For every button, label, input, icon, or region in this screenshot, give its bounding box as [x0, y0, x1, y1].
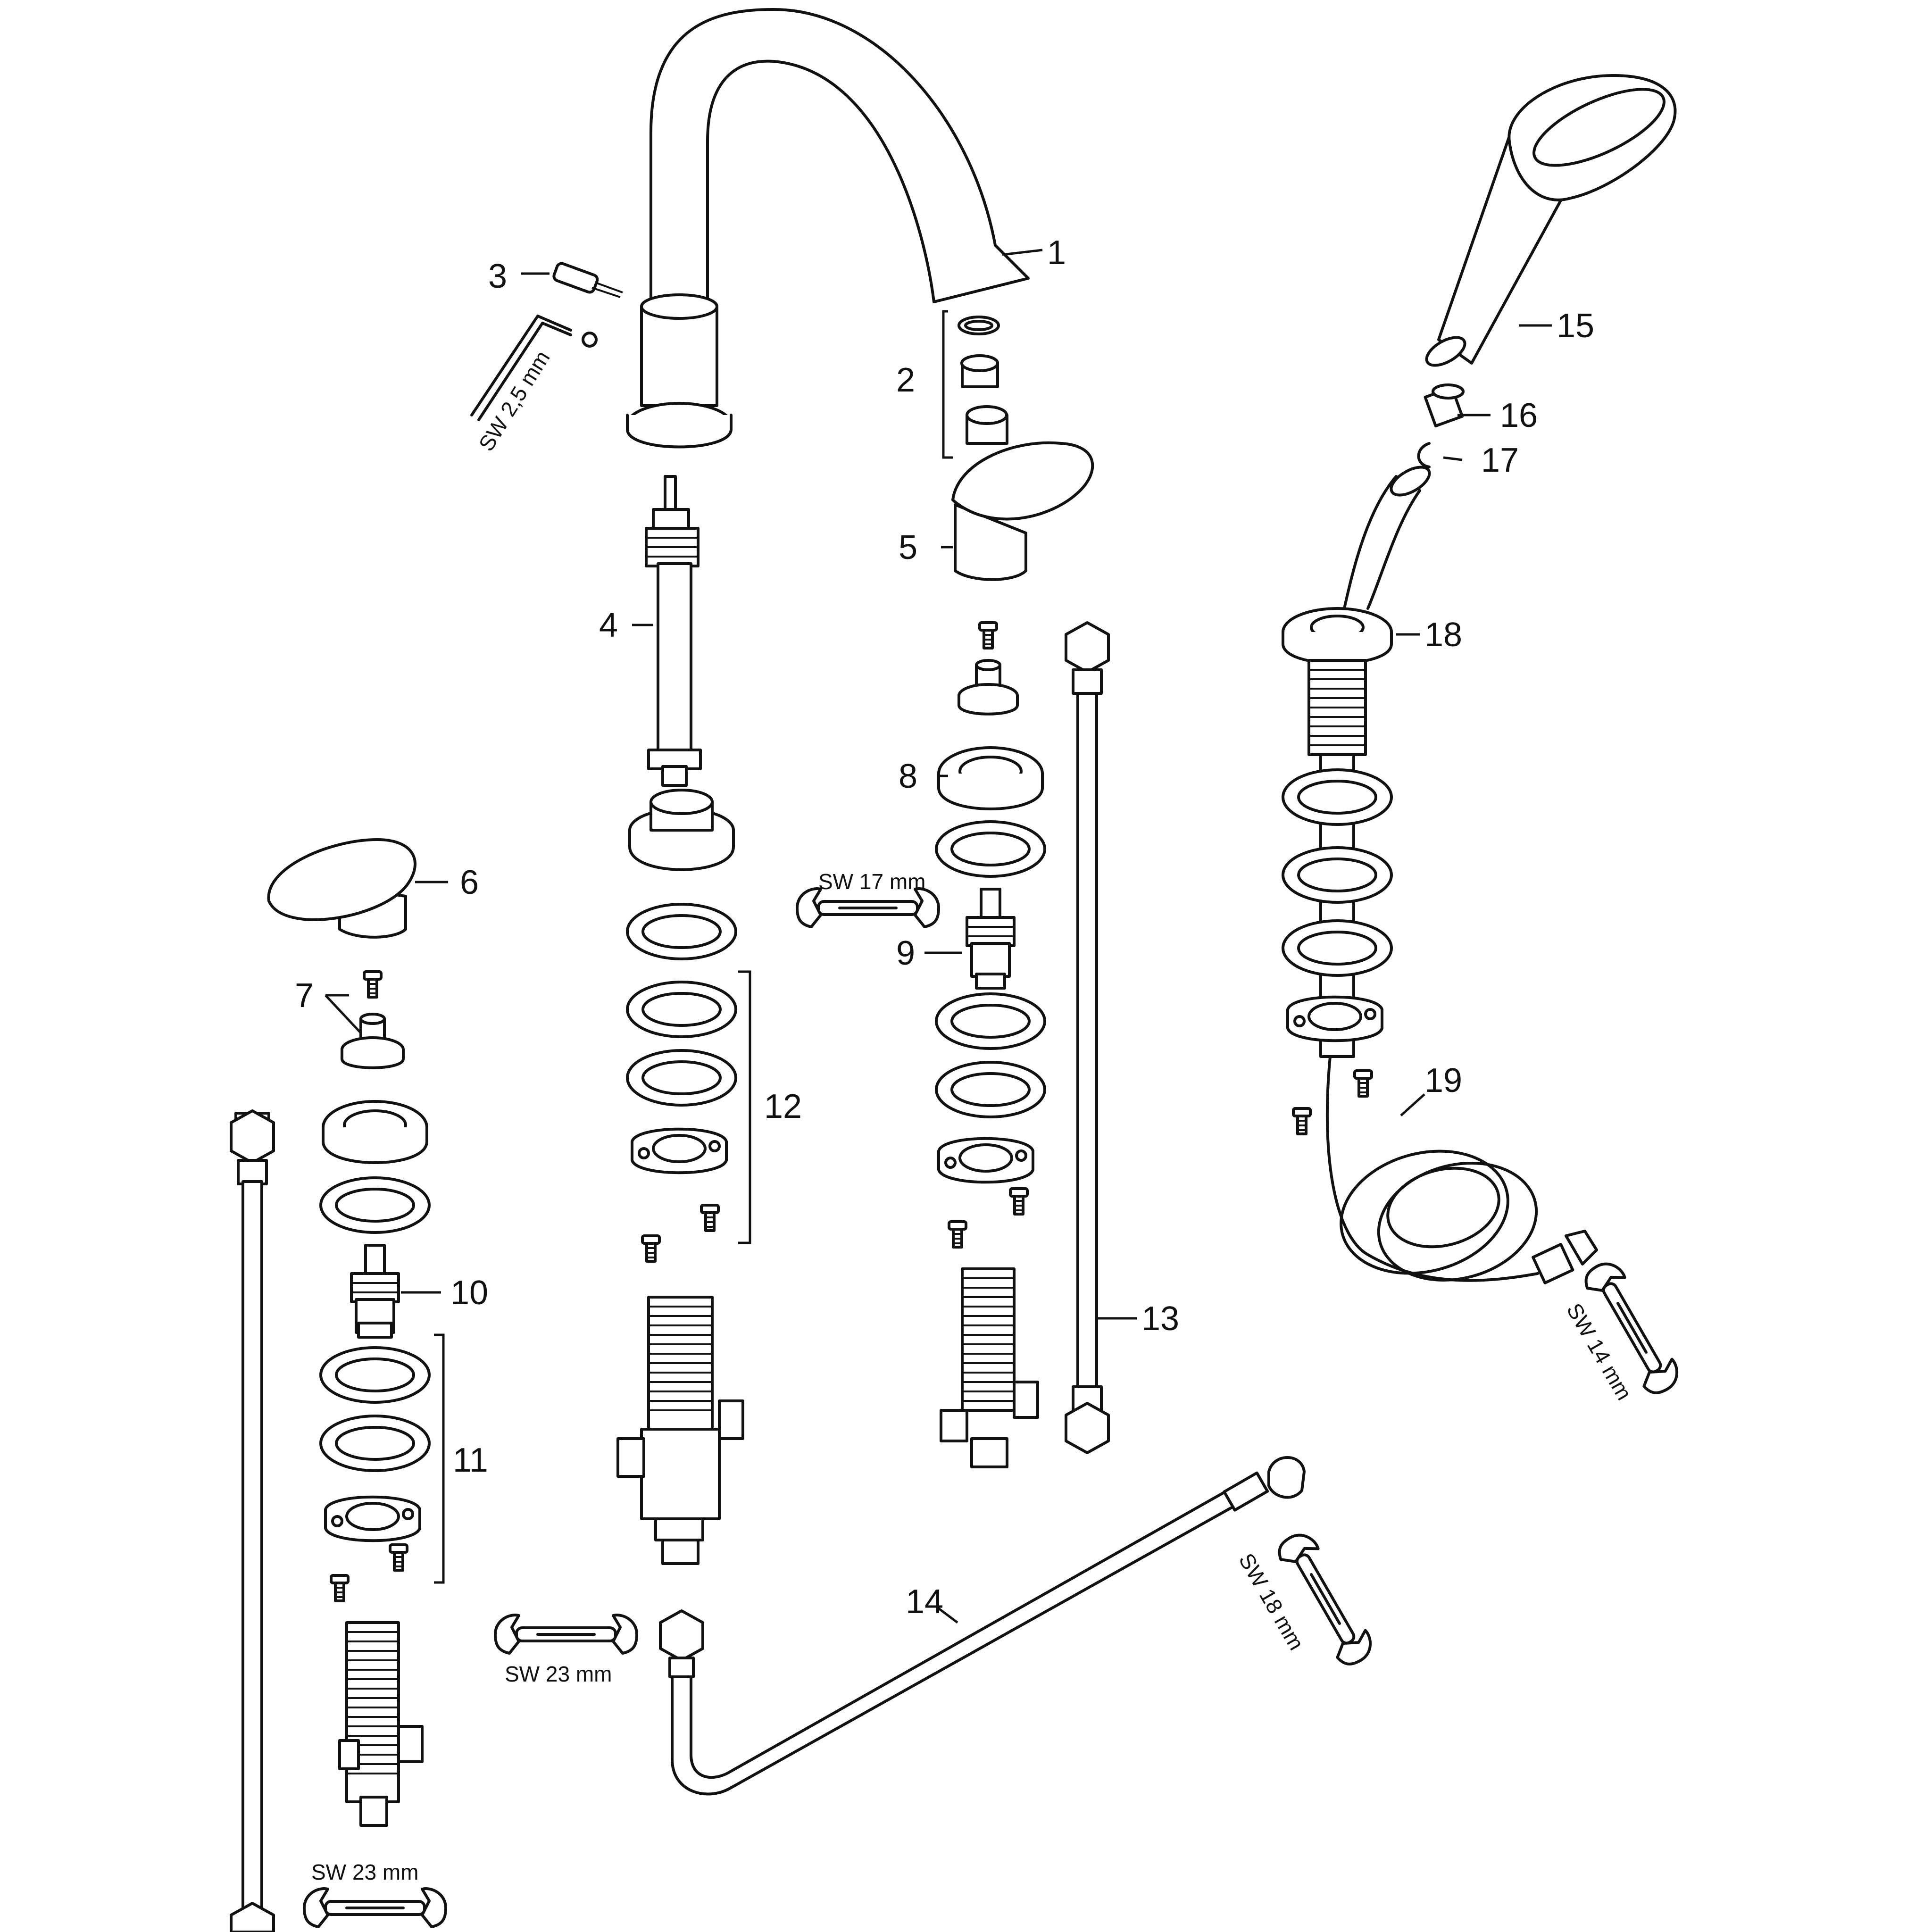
screw-and-adapter-left: [341, 972, 405, 1069]
threaded-body-left: [338, 1621, 424, 1827]
screw-right-b: [949, 1222, 966, 1247]
seal-ring-right-2: [936, 994, 1045, 1049]
leader-lines: [325, 249, 1552, 1624]
mounting-flange-guide: [1288, 997, 1382, 1041]
diverter-cartridge: [966, 888, 1016, 990]
mounting-nut-center: [628, 789, 735, 871]
seal-ring-center-1: [627, 904, 736, 959]
label-2: 2: [896, 361, 915, 399]
lever-handle-left: [267, 838, 416, 939]
flow-limiter-16: [1424, 383, 1465, 428]
mounting-flange-left: [325, 1497, 420, 1541]
screw-left-b: [331, 1575, 348, 1601]
label-16: 16: [1500, 397, 1538, 434]
seal-17: [1417, 442, 1431, 468]
aerator-set: [942, 310, 1008, 459]
label-3: 3: [488, 258, 507, 295]
wrench-sw23-center-label: SW 23 mm: [505, 1662, 612, 1686]
seal-ring-guide-1: [1283, 770, 1391, 824]
hex-key-size-label: SW 2,5 mm: [474, 346, 554, 455]
mixer-body-center: [616, 1296, 744, 1565]
seal-ring-guide-3: [1283, 921, 1391, 975]
label-5: 5: [899, 529, 917, 566]
screw-center-a: [701, 1205, 718, 1231]
seal-ring-guide-2: [1283, 848, 1391, 902]
label-15: 15: [1557, 307, 1594, 345]
seal-ring-left-2: [321, 1348, 429, 1402]
label-13: 13: [1141, 1300, 1179, 1338]
hand-shower: [1425, 74, 1677, 367]
valve-cartridge-left: [350, 1244, 400, 1339]
seal-ring-right-1: [936, 822, 1045, 876]
seal-ring-center-3: [627, 1050, 736, 1105]
bracket-11: [434, 1333, 445, 1584]
wrench-sw23-bottom-icon: [304, 1889, 446, 1927]
threaded-body-right: [940, 1267, 1039, 1468]
label-1: 1: [1047, 234, 1066, 272]
screw-left-a: [390, 1545, 407, 1570]
label-11: 11: [453, 1441, 488, 1479]
mounting-flange-right: [939, 1139, 1033, 1183]
screw-diverter: [980, 623, 997, 648]
grub-screw: [552, 262, 623, 348]
bracket-12: [738, 970, 751, 1244]
wrench-sw23-center-icon: [495, 1615, 637, 1653]
diverter-adapter: [958, 659, 1019, 716]
label-14: 14: [906, 1583, 943, 1621]
wrench-sw23-bottom-label: SW 23 mm: [311, 1860, 418, 1884]
connection-hose-14: [659, 1456, 1306, 1796]
lever-handle-spout: [951, 441, 1094, 581]
hex-key: [470, 315, 572, 421]
seal-ring-left-3: [321, 1416, 429, 1471]
label-10: 10: [450, 1274, 488, 1312]
label-12: 12: [764, 1088, 802, 1125]
screw-guide-b: [1293, 1108, 1310, 1134]
label-7: 7: [295, 977, 314, 1015]
seal-ring-center-2: [627, 982, 736, 1037]
shower-hose-coil: [1325, 1055, 1598, 1284]
seal-ring-left-1: [321, 1178, 429, 1232]
spout: [626, 8, 1030, 449]
seal-ring-right-3: [936, 1062, 1045, 1117]
label-19: 19: [1424, 1062, 1462, 1099]
mounting-flange-center: [632, 1129, 726, 1173]
wrench-sw17-label: SW 17 mm: [818, 869, 925, 894]
spout-shank: [645, 475, 702, 787]
supply-hose-left: [230, 1109, 275, 1932]
label-9: 9: [896, 934, 915, 972]
label-4: 4: [599, 607, 618, 644]
screw-center-b: [642, 1236, 659, 1261]
label-17: 17: [1481, 441, 1519, 479]
supply-hose-13: [1065, 621, 1110, 1454]
label-6: 6: [460, 864, 479, 901]
label-18: 18: [1424, 616, 1462, 654]
rosette-right: [937, 746, 1044, 810]
screw-guide-a: [1355, 1071, 1372, 1096]
rosette-left: [322, 1100, 428, 1164]
screw-right-a: [1010, 1189, 1027, 1214]
wrench-sw17-icon: [797, 889, 939, 927]
label-8: 8: [899, 758, 917, 795]
